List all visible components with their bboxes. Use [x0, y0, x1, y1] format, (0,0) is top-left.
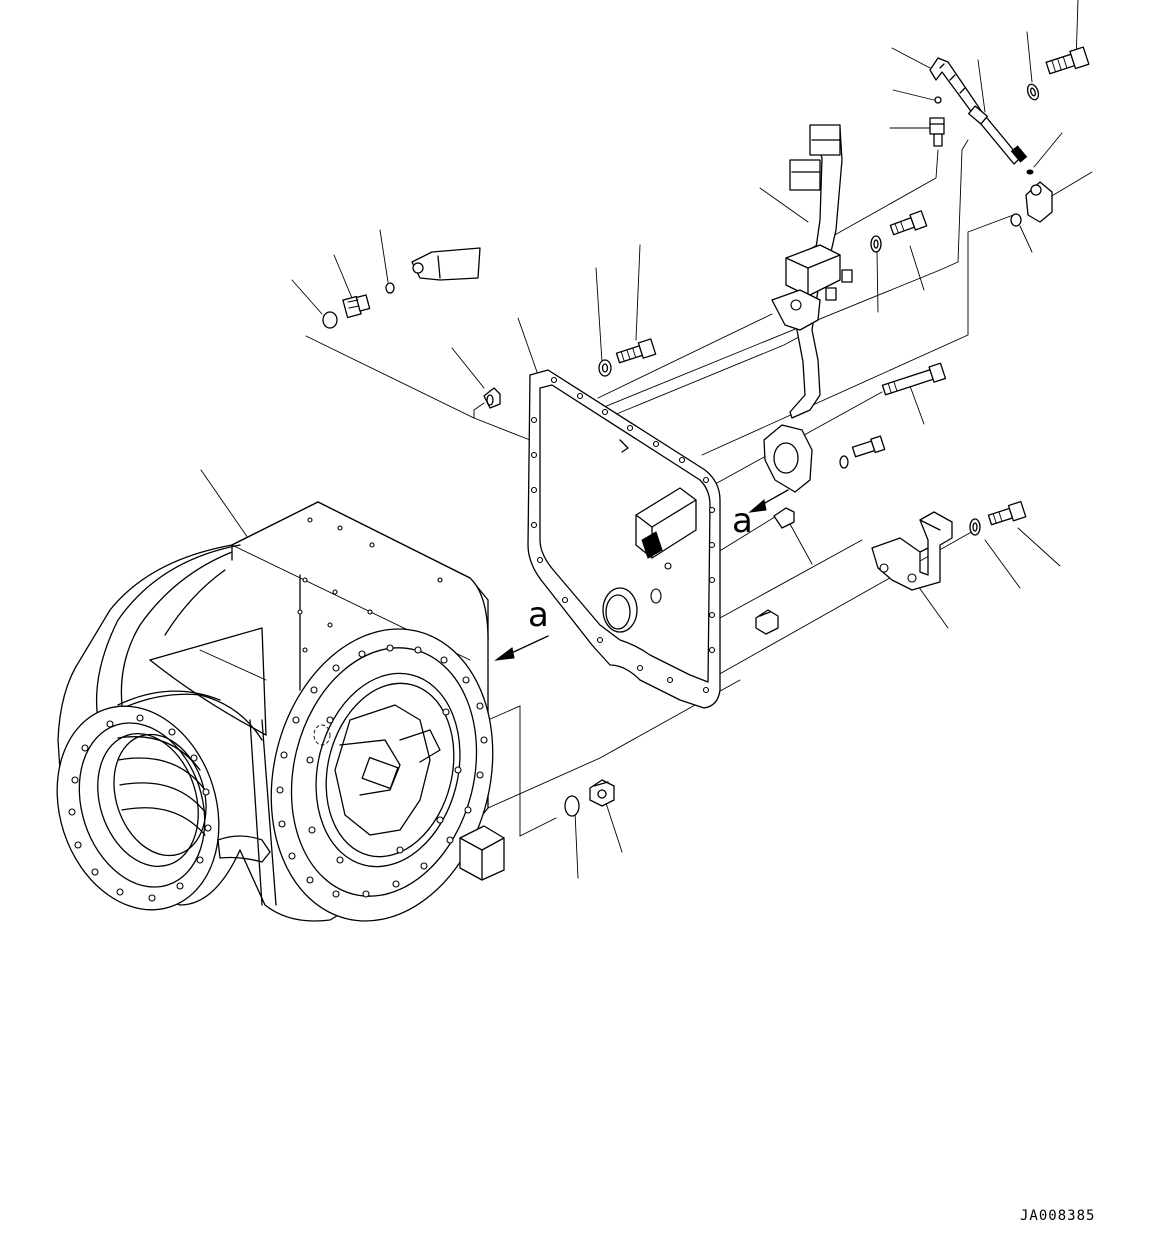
breather-pipe [763, 124, 853, 493]
view-marker-label: a [528, 595, 549, 635]
elbow-fitting-right [1025, 181, 1053, 223]
bolt-bracket [889, 210, 928, 236]
plug-cover-left [483, 387, 501, 409]
plug-small-right [773, 507, 795, 529]
bolt-cover [615, 338, 657, 364]
cover-holes [530, 376, 716, 694]
washer-bracket-right [969, 518, 981, 536]
plug-left [342, 294, 371, 319]
hose-elbow-left [411, 247, 481, 281]
axle-housing [56, 501, 505, 922]
o-ring-small-1 [934, 96, 942, 104]
tube-top [929, 57, 1028, 165]
o-ring-small-2 [1026, 169, 1034, 175]
o-ring-right [1010, 213, 1022, 227]
o-ring-left [322, 311, 338, 329]
o-ring-left-small [385, 282, 395, 294]
washer-bracket [870, 235, 882, 253]
o-ring-bottom [564, 795, 580, 817]
bolt-flange-pipe [851, 435, 886, 458]
drain-plug-bottom [589, 779, 615, 807]
cover-plate [527, 369, 721, 709]
left-flange-holes [68, 714, 212, 902]
drain-plug-mid [755, 609, 779, 635]
mounting-bracket [871, 511, 953, 591]
view-marker-cover: a [732, 489, 789, 541]
left-flange [56, 705, 277, 911]
long-bolt [881, 362, 947, 396]
view-marker-label-2: a [732, 501, 753, 541]
bolt-bracket-right [987, 500, 1027, 526]
bolt-top-right [1045, 46, 1090, 75]
right-flange [270, 628, 494, 922]
housing-top-holes [297, 517, 443, 653]
drawing-code: JA008385 [1020, 1208, 1095, 1224]
washer-cover [598, 359, 612, 377]
right-flange-holes [276, 644, 488, 898]
housing-stub [459, 825, 505, 881]
view-marker-housing: a [494, 595, 549, 661]
washer-top-right [1026, 83, 1040, 101]
washer-flange-pipe [839, 455, 849, 469]
adapter-fitting-top [929, 117, 945, 147]
